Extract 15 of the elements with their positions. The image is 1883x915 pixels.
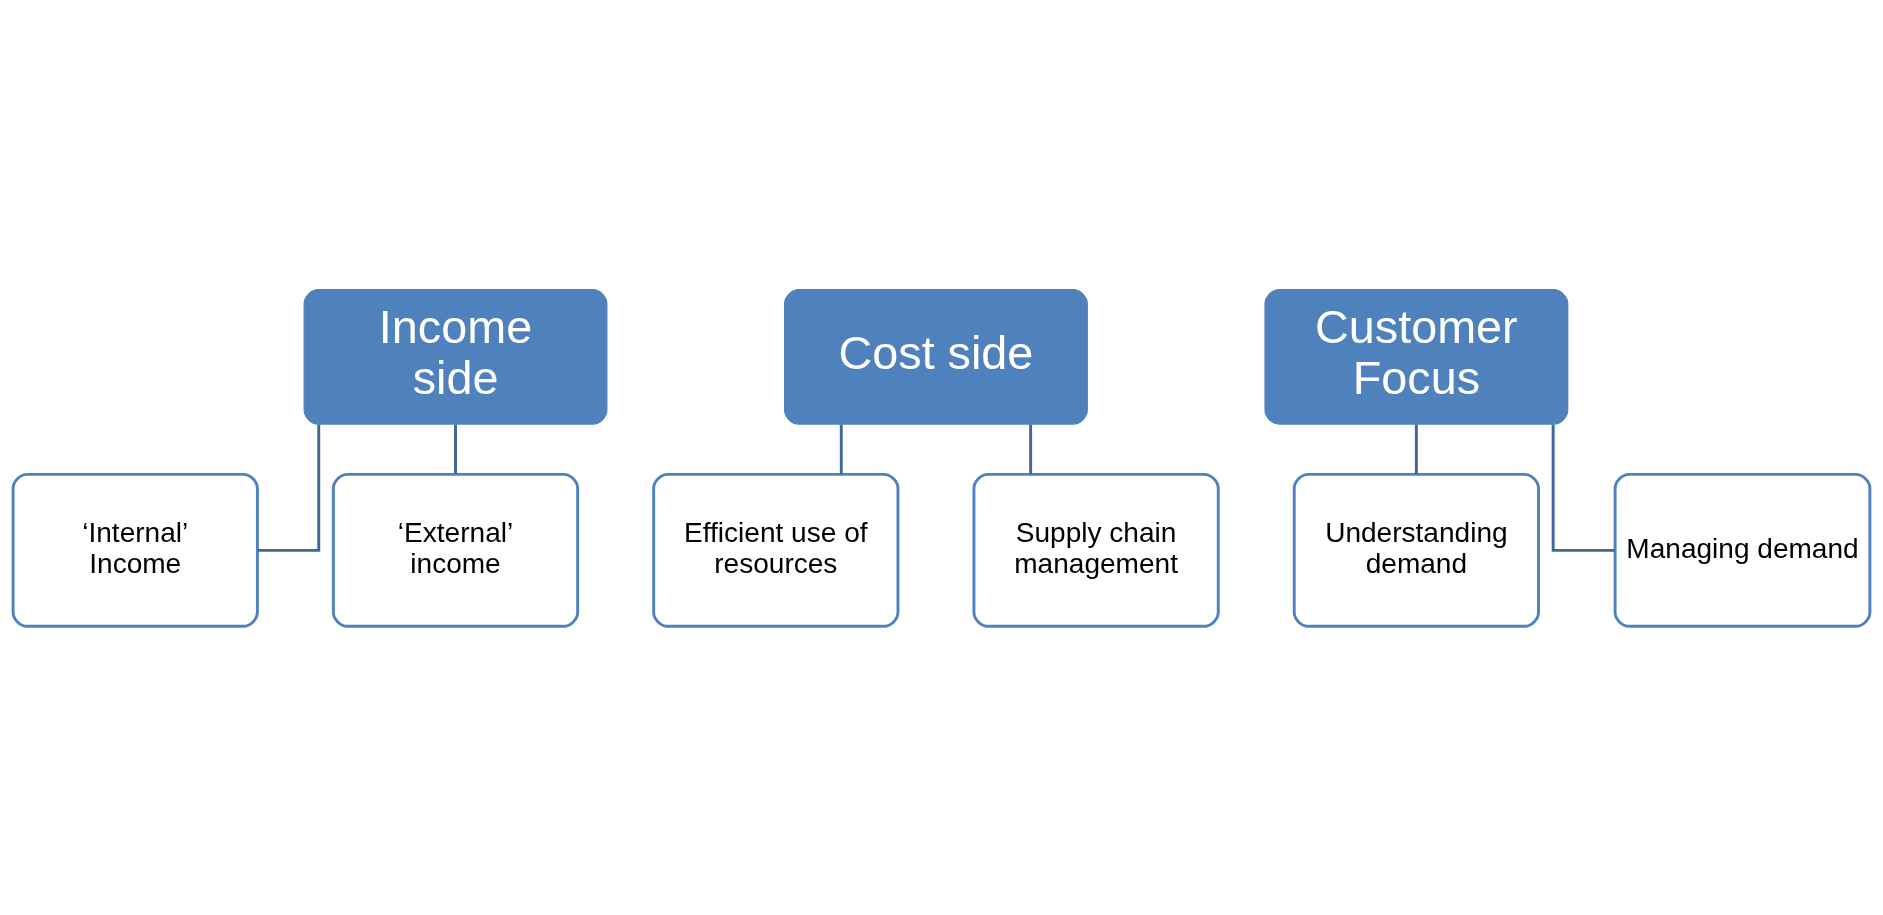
connector	[1414, 424, 1418, 474]
node-box: Cost side	[784, 288, 1088, 425]
node-box: Understanding demand	[1292, 472, 1540, 628]
connector	[1551, 424, 1615, 552]
node-box: Managing demand	[1613, 472, 1872, 628]
connector	[454, 424, 457, 474]
node-box: Efficient use of resources	[652, 472, 900, 628]
node-box: Supply chain management	[972, 472, 1220, 628]
node-box: Customer Focus	[1264, 288, 1569, 425]
connector	[1029, 424, 1033, 474]
node-box: ‘External’ income	[331, 472, 580, 628]
connector	[839, 424, 843, 474]
node-box: ‘Internal’ Income	[11, 472, 259, 628]
connector	[257, 424, 321, 552]
node-box: Income side	[303, 288, 608, 425]
